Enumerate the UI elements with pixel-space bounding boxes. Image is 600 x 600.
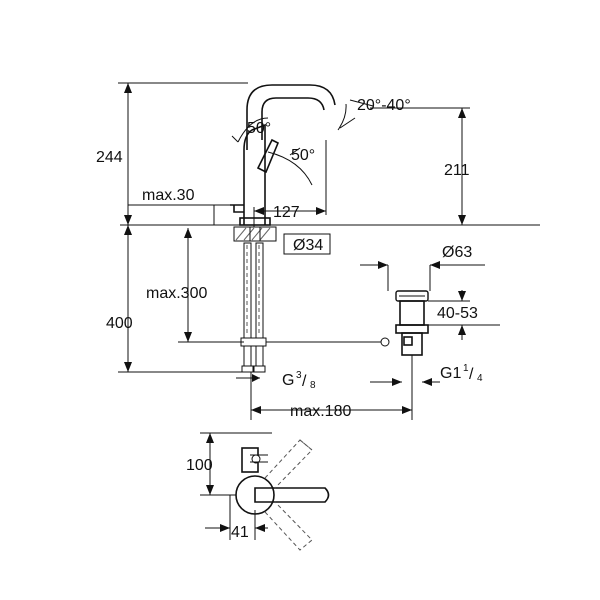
faucet-spout-outer [246,84,336,150]
label-127: 127 [273,204,300,221]
label-max30: max.30 [142,187,195,204]
label-d34: Ø34 [293,237,323,254]
dim-d63: Ø63 [360,244,485,291]
label-244: 244 [96,149,123,166]
lever-arc-2 [267,151,313,186]
label-g-den: 8 [310,380,316,391]
label-d63: Ø63 [442,244,472,261]
label-angle-lever-1: 50° [247,120,271,137]
label-g-num: 3 [296,370,302,381]
label-angle-swivel: 20°-40° [357,97,411,114]
dim-max180: max.180 [250,372,412,420]
label-max180: max.180 [290,403,351,420]
label-100: 100 [186,457,213,474]
dim-244: 244 [96,82,248,225]
swivel-arc [337,103,347,131]
dim-127: 127 [253,140,327,228]
label-41: 41 [231,524,249,541]
dim-g114: G1 1 / 4 [370,363,483,386]
faucet-spout-inner [261,97,325,140]
dim-g38: G 3 / 8 [236,370,316,391]
label-g1: G1 [440,365,461,382]
dim-211: 211 [370,107,470,225]
dim-max30: max.30 [128,187,232,225]
plan-view: 100 41 [186,432,330,551]
label-angle-lever-2: 50° [291,147,315,164]
label-g: G [282,372,294,389]
waste-valve [395,290,429,420]
dim-400: 400 [106,225,244,373]
faucet-side-view [230,84,374,226]
faucet-base-pin [230,204,244,213]
label-211: 211 [444,162,470,179]
svg-text:/: / [469,366,474,383]
label-40-53: 40-53 [437,305,478,322]
faucet-lever [256,138,280,174]
label-max300: max.300 [146,285,207,302]
label-g1-den: 4 [477,373,483,384]
lever-arc-1 [237,117,269,143]
label-400: 400 [106,315,133,332]
label-g1-num: 1 [463,363,469,374]
dim-d34: Ø34 [283,233,331,255]
spout-top [254,487,330,503]
dim-40-53: 40-53 [428,290,500,340]
svg-text:/: / [302,373,307,390]
dim-max300: max.300 [146,228,244,343]
